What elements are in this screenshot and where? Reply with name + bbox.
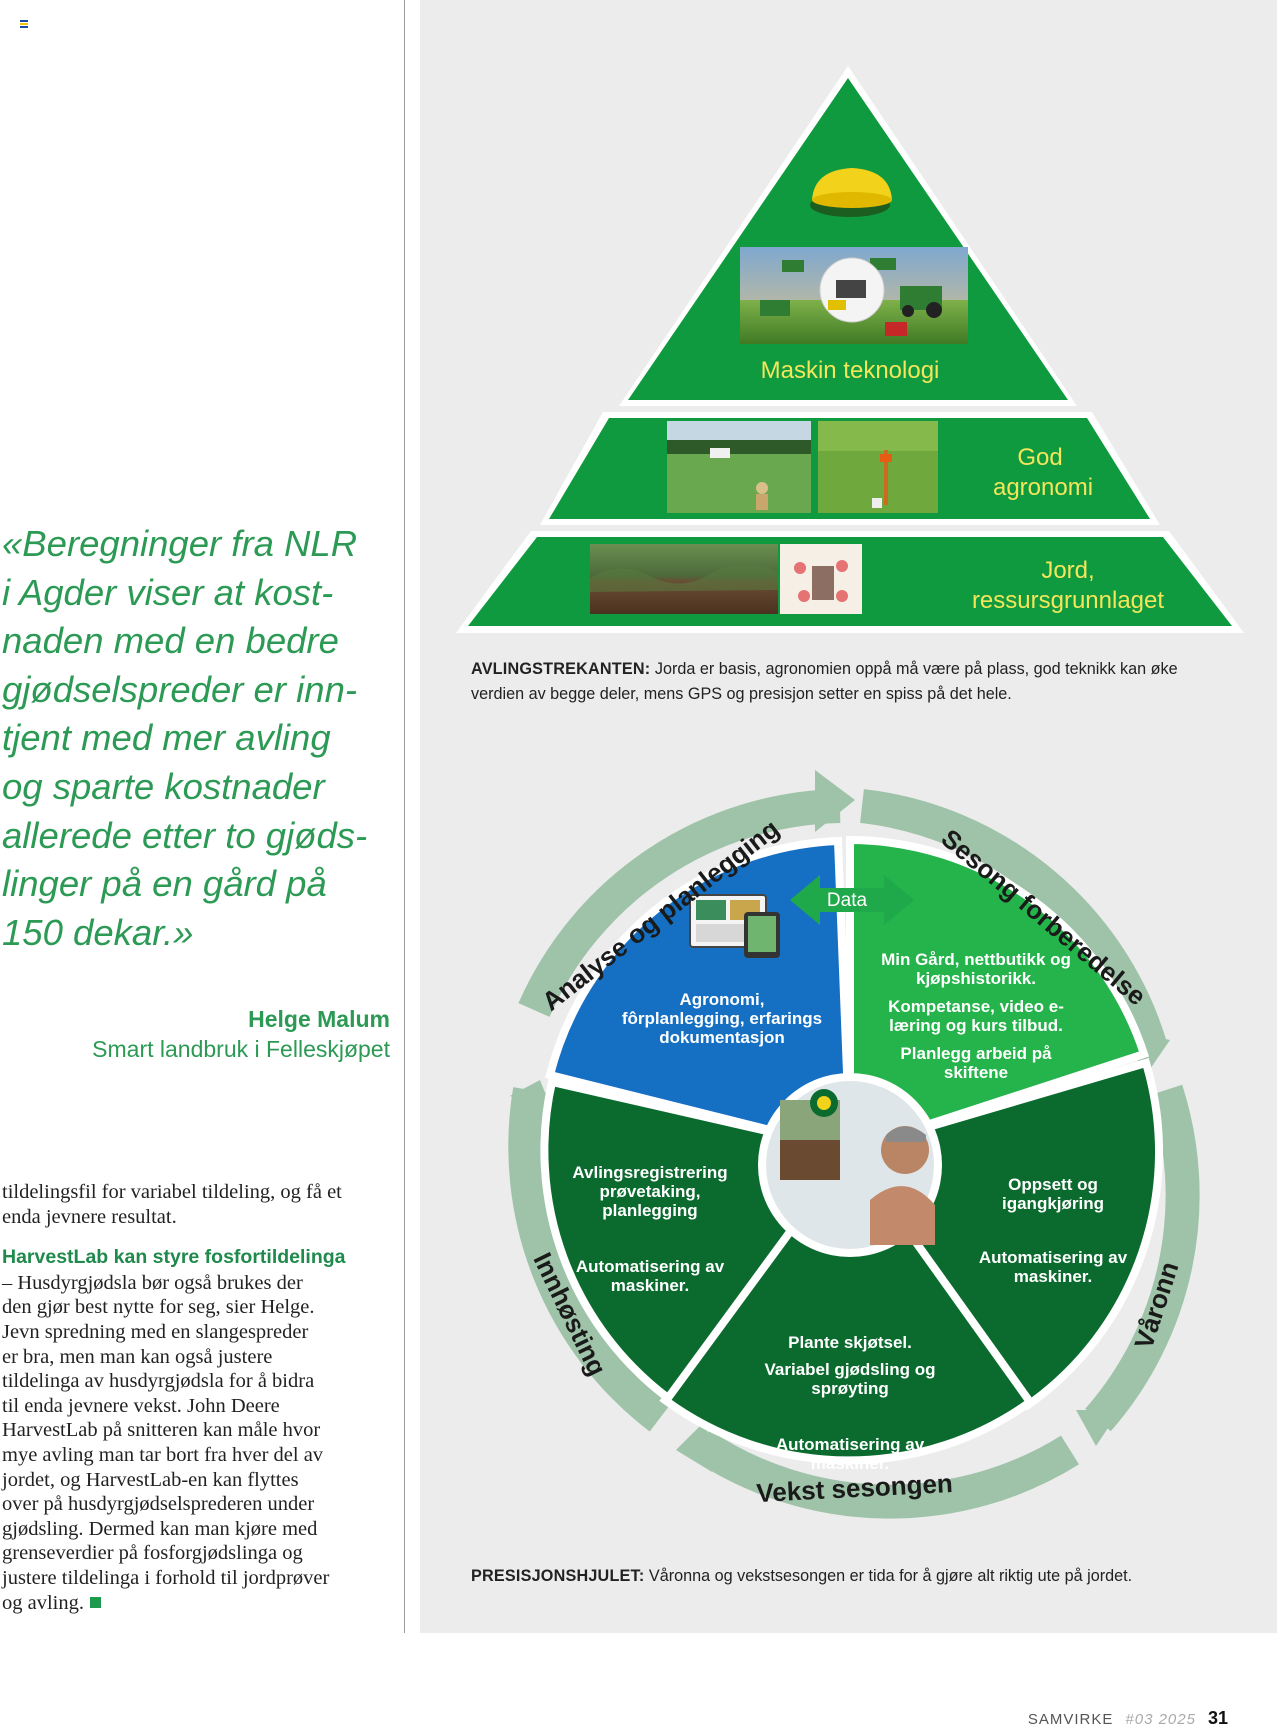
body-line: er bra, men man kan også justere bbox=[2, 1345, 273, 1368]
wheel-bottom-text: Variabel gjødsling og bbox=[765, 1360, 936, 1379]
wheel-caption-title: PRESISJONSHJULET: bbox=[471, 1567, 645, 1585]
pyramid-caption-text: Jorda er basis, agronomien oppå må være … bbox=[471, 660, 1178, 703]
quote-line: allerede etter to gjøds- bbox=[2, 814, 368, 856]
gps-receiver-icon bbox=[810, 168, 892, 217]
wheel-lightgreen-text: kjøpshistorikk. bbox=[916, 969, 1036, 988]
quote-line: naden med en bedre bbox=[2, 620, 339, 662]
body-line: over på husdyrgjødselsprederen under bbox=[2, 1493, 315, 1516]
body-line: til enda jevnere vekst. John Deere bbox=[2, 1394, 280, 1417]
wheel-right-text: Oppsett og bbox=[1008, 1175, 1098, 1194]
body-line: justere tildelinga i forhold til jordprø… bbox=[2, 1566, 330, 1589]
wheel-wedge-sesong bbox=[846, 835, 1150, 1156]
quote-line: «Beregninger fra NLR bbox=[2, 523, 358, 564]
body-line: tildelinga av husdyrgjødsla for å bidra bbox=[2, 1370, 315, 1393]
agronomy-field-photo bbox=[667, 421, 811, 513]
data-label: Data bbox=[827, 890, 868, 911]
wheel-left-text: Automatisering av bbox=[576, 1257, 725, 1276]
body-line: den gjør best nytte for seg, sier Helge. bbox=[2, 1296, 315, 1319]
wheel-bottom-text: Plante skjøtsel. bbox=[788, 1333, 912, 1352]
quote-line: og sparte kostnader bbox=[2, 765, 325, 807]
ring-arrow-sesong bbox=[860, 789, 1167, 1050]
body-line: enda jevnere resultat. bbox=[2, 1205, 177, 1228]
body-line: jordet, og HarvestLab-en kan flyttes bbox=[2, 1468, 299, 1491]
pyramid-mid-label-1: God bbox=[1017, 444, 1062, 471]
footer-magazine: SAMVIRKE bbox=[1027, 1711, 1114, 1728]
body-line: HarvestLab på snitteren kan måle hvor bbox=[2, 1419, 321, 1442]
wheel-left-text: prøvetaking, bbox=[599, 1182, 700, 1201]
body-line-last: og avling. bbox=[2, 1591, 392, 1616]
wheel-bottom-text: Automatisering av bbox=[776, 1435, 925, 1454]
precision-wheel: Data Agronomi, fôrplanlegging, erfarings… bbox=[508, 770, 1200, 1519]
wheel-left-text: planlegging bbox=[602, 1201, 697, 1220]
wheel-blue-text: dokumentasjon bbox=[659, 1028, 785, 1047]
wheel-lightgreen-text: Kompetanse, video e- bbox=[888, 997, 1064, 1016]
soil-sensor-photo bbox=[818, 421, 938, 513]
wheel-right-text: igangkjøring bbox=[1002, 1194, 1104, 1213]
body-line: – Husdyrgjødsla bør også brukes der bbox=[2, 1271, 303, 1294]
quote-line: linger på en gård på bbox=[2, 863, 327, 905]
quote-author: Helge Malum bbox=[248, 1006, 390, 1032]
pyramid-caption: AVLINGSTREKANTEN: Jorda er basis, agrono… bbox=[471, 657, 1231, 707]
farmer-window-photo bbox=[758, 1073, 942, 1257]
wheel-lightgreen-text: Planlegg arbeid på bbox=[900, 1044, 1052, 1063]
body-line: mye avling man tar bort fra hver del av bbox=[2, 1443, 324, 1466]
laptop-dashboard-icon bbox=[689, 894, 780, 958]
wheel-wedge-vekst bbox=[659, 1143, 1036, 1465]
wheel-blue-text: fôrplanlegging, erfarings bbox=[622, 1009, 822, 1028]
column-divider bbox=[404, 0, 405, 1633]
wheel-left-text: Avlingsregistrering bbox=[572, 1163, 727, 1182]
pyramid-mid-label-2: agronomi bbox=[993, 474, 1093, 501]
data-exchange-arrow: Data bbox=[790, 875, 914, 925]
pyramid-base-label-1: Jord, bbox=[1041, 557, 1094, 584]
article-body: tildelingsfil for variabel tildeling, og… bbox=[2, 1180, 392, 1615]
wheel-blue-text: Agronomi, bbox=[680, 990, 765, 1009]
pull-quote: «Beregninger fra NLR i Agder viser at ko… bbox=[2, 520, 397, 957]
quote-line: 150 dekar.» bbox=[2, 911, 194, 953]
soil-life-diagram bbox=[780, 544, 862, 614]
quote-line: i Agder viser at kost- bbox=[2, 571, 334, 613]
wheel-left-text: maskiner. bbox=[611, 1276, 689, 1295]
wheel-right-text: Automatisering av bbox=[979, 1248, 1128, 1267]
wheel-lightgreen-text: skiftene bbox=[944, 1063, 1008, 1082]
body-line: gjødsling. Dermed kan man kjøre med bbox=[2, 1517, 318, 1540]
footer-issue: #03 2025 bbox=[1125, 1711, 1196, 1728]
wheel-lightgreen-text: Min Gård, nettbutikk og bbox=[881, 950, 1071, 969]
flag-icon bbox=[20, 20, 28, 28]
ring-arrow-varonn bbox=[1085, 1084, 1200, 1432]
yield-pyramid: Maskin teknologi God agronomi bbox=[456, 66, 1244, 633]
wheel-bottom-text: maskiner. bbox=[811, 1454, 889, 1473]
pyramid-top-label: Maskin teknologi bbox=[761, 357, 940, 384]
soil-profile-photo bbox=[590, 544, 778, 614]
quote-line: gjødselspreder er inn- bbox=[2, 668, 358, 710]
article-subheading: HarvestLab kan styre fosfortildelinga bbox=[2, 1246, 346, 1269]
quote-author-role: Smart landbruk i Felleskjøpet bbox=[92, 1036, 390, 1062]
pyramid-base-label-2: ressursgrunnlaget bbox=[972, 587, 1164, 614]
wheel-bottom-text: sprøyting bbox=[811, 1379, 888, 1398]
ring-arrow-vekst bbox=[690, 1429, 1079, 1519]
ring-arrow-analyse bbox=[518, 789, 841, 1017]
body-line: tildelingsfil for variabel tildeling, og… bbox=[2, 1181, 342, 1203]
end-mark-icon bbox=[90, 1596, 101, 1608]
machine-collage-image bbox=[740, 247, 968, 344]
wheel-right-text: maskiner. bbox=[1014, 1267, 1092, 1286]
page-number: 31 bbox=[1207, 1708, 1228, 1728]
body-line-text: og avling. bbox=[2, 1591, 84, 1614]
body-line: Jevn spredning med en slangespreder bbox=[2, 1320, 309, 1343]
quote-line: tjent med mer avling bbox=[2, 717, 331, 759]
ring-arrow-innhosting bbox=[508, 1087, 671, 1432]
page-footer: SAMVIRKE #03 2025 31 bbox=[1028, 1708, 1228, 1729]
wheel-lightgreen-text: læring og kurs tilbud. bbox=[889, 1016, 1063, 1035]
wheel-caption-text: Våronna og vekstsesongen er tida for å g… bbox=[644, 1567, 1133, 1585]
pyramid-top-tier bbox=[628, 78, 1068, 400]
pyramid-caption-title: AVLINGSTREKANTEN: bbox=[471, 660, 651, 678]
body-line: grenseverdier på fosforgjødslinga og bbox=[2, 1542, 303, 1565]
wheel-caption: PRESISJONSHJULET: Våronna og vekstsesong… bbox=[471, 1564, 1251, 1589]
